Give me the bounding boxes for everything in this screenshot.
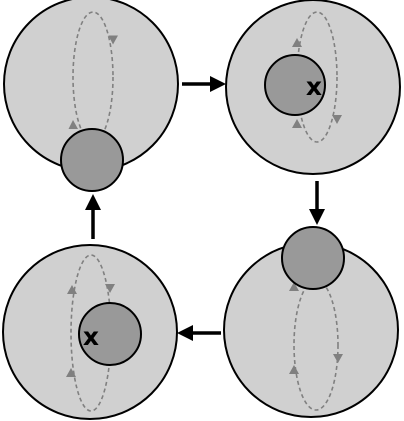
loop-arrowhead-icon bbox=[67, 285, 77, 294]
loop-arrowhead-icon bbox=[333, 354, 343, 363]
x-mark: x bbox=[83, 322, 99, 351]
panel-top-left bbox=[3, 0, 179, 192]
ball bbox=[60, 128, 124, 192]
panel-top-right: x bbox=[225, 0, 401, 175]
panel-bottom-right bbox=[223, 226, 399, 418]
loop-arrowhead-icon bbox=[289, 365, 299, 374]
loop-arrowhead-icon bbox=[108, 35, 118, 45]
loop-arrowhead-icon bbox=[332, 115, 342, 124]
loop-arrowhead-icon bbox=[68, 120, 78, 129]
ball bbox=[264, 54, 326, 116]
ball bbox=[78, 302, 142, 366]
loop-arrowhead-icon bbox=[105, 284, 115, 293]
loop-arrowhead-icon bbox=[289, 282, 299, 291]
loop-arrowhead-icon bbox=[292, 119, 302, 128]
transition-arrows bbox=[85, 76, 325, 341]
loop-arrowhead-icon bbox=[292, 38, 302, 47]
loop-arrowhead-icon bbox=[66, 368, 76, 377]
panel-bottom-left: x bbox=[2, 244, 178, 420]
x-mark: x bbox=[306, 72, 322, 101]
ball bbox=[281, 226, 345, 290]
